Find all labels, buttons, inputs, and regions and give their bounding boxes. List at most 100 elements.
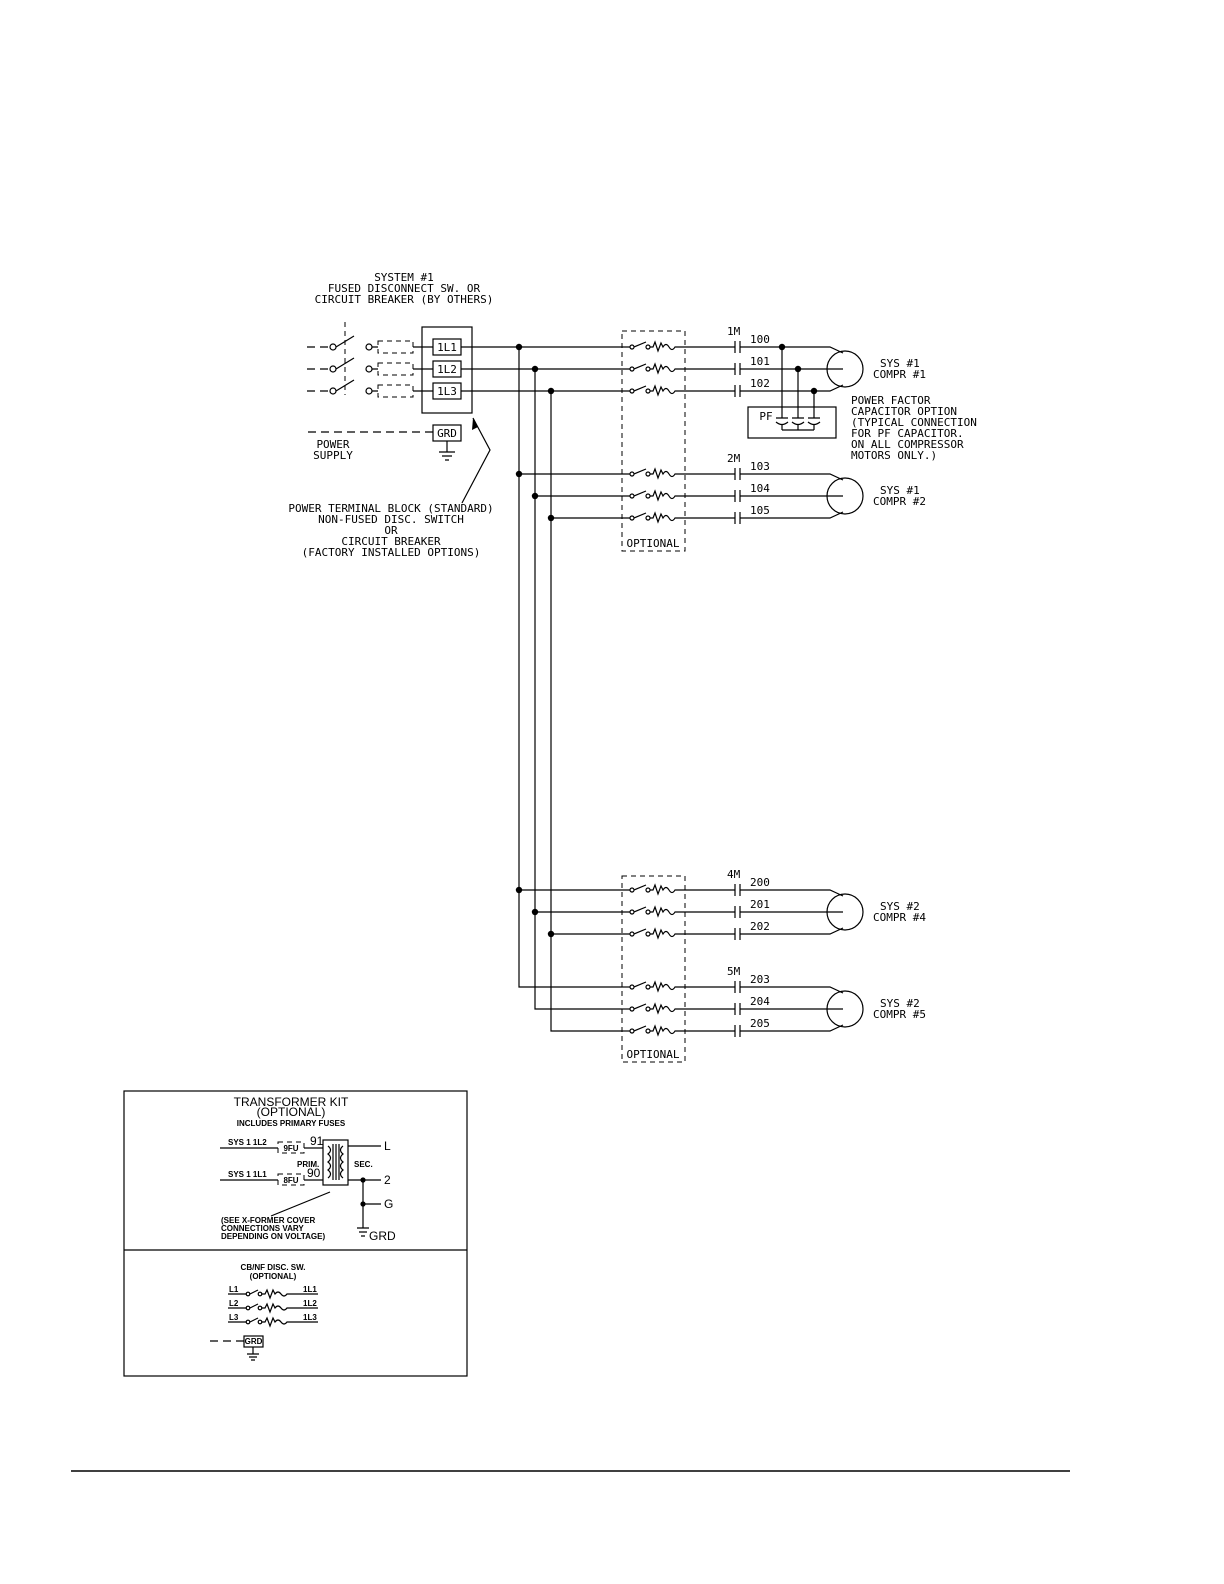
circuit-1-wire-label-1: 100 [750,333,770,346]
cbnf-contact-b-2 [257,1305,263,1311]
tk-includes: INCLUDES PRIMARY FUSES [237,1119,346,1128]
circuit-3-junction-2 [531,908,539,916]
circuit-3-contactor-3 [734,928,741,940]
tk-out-2: 2 [384,1173,391,1187]
circuit-3-breaker-contact-b-2 [645,909,651,915]
circuit-3-contactor-2 [734,906,741,918]
circuit-2-wire-label-2: 104 [750,482,770,495]
circuit-2-breaker-blade-2 [633,490,647,497]
circuit-4-overload-3 [650,1024,735,1037]
tb-note-line-5: (FACTORY INSTALLED OPTIONS) [302,546,481,559]
circuit-3-breaker-contact-a-2 [629,909,635,915]
terminal-1l2: 1L2 [432,360,462,378]
compressor-4-label-2: COMPR #5 [873,1008,926,1021]
circuit-2-overload-1 [650,467,735,480]
options-box [123,1090,468,1377]
cbnf-ground-icon [247,1347,259,1361]
circuit-2-breaker-contact-a-1 [629,471,635,477]
circuit-3-contactor-label: 4M [727,868,741,881]
circuit-4-overload-1 [650,980,735,993]
circuit-1-breaker-contact-b-1 [645,344,651,350]
circuit-4-contactor-label: 5M [727,965,741,978]
circuit-2-breaker-blade-3 [633,512,647,519]
terminal-1l1-label: 1L1 [437,341,457,354]
circuit-4-contactor-2 [734,1003,741,1015]
terminal-1l3: 1L3 [432,382,462,400]
cbnf-contact-a-3 [245,1319,251,1325]
circuit-4-overload-2 [650,1002,735,1015]
transformer-kit: TRANSFORMER KIT (OPTIONAL) INCLUDES PRIM… [220,1095,396,1243]
circuit-1-overload-3 [650,384,735,397]
pf-note-line-3: (TYPICAL CONNECTION [851,416,977,429]
tk-input-2: SYS 1 1L1 [228,1170,267,1179]
circuit-3-overload-3 [650,927,735,940]
terminal-1l3-label: 1L3 [437,385,457,398]
compressor-4-motor-icon [826,990,864,1028]
circuit-2-junction-3 [547,514,555,522]
compressor-3-motor-icon [826,893,864,931]
circuit-2-breaker-blade-1 [633,468,647,475]
compressor-2-motor-icon [826,477,864,515]
circuit-2-breaker-contact-a-2 [629,493,635,499]
circuit-2-breaker-contact-a-3 [629,515,635,521]
circuit-1-overload-2 [650,362,735,375]
circuit-4-wire-label-3: 205 [750,1017,770,1030]
circuit-1-breaker-contact-b-3 [645,388,651,394]
circuit-1-lead-1 [740,346,844,354]
circuit-3-overload-1 [650,883,735,896]
circuit-1-breaker-contact-b-2 [645,366,651,372]
pf-note-line-1: POWER FACTOR [851,394,931,407]
terminal-1l1: 1L1 [432,338,462,356]
circuit-2-overload-2 [650,489,735,502]
cbnf-output-label-3: 1L3 [303,1313,317,1322]
circuit-4-wire-label-1: 203 [750,973,770,986]
circuit-2-lead-1 [740,473,844,481]
cbnf-output-label-2: 1L2 [303,1299,317,1308]
circuit-1-junction-1 [515,343,523,351]
header-line-2: FUSED DISCONNECT SW. OR [328,282,481,295]
cbnf-overload-2 [262,1302,318,1314]
cbnf-grd-label: GRD [245,1337,263,1346]
cbnf-blade-3 [249,1317,259,1323]
circuit-3-breaker-contact-a-3 [629,931,635,937]
circuit-3-wire-label-3: 202 [750,920,770,933]
circuit-4-lead-1 [740,986,844,994]
cbnf-contact-b-1 [257,1291,263,1297]
circuit-1-wire-label-2: 101 [750,355,770,368]
cbnf-input-label-2: L2 [229,1299,239,1308]
circuit-2-breaker-contact-b-3 [645,515,651,521]
tk-note-3: DEPENDING ON VOLTAGE) [221,1232,325,1241]
circuit-4-breaker-contact-b-2 [645,1006,651,1012]
cbnf-title: CB/NF DISC. SW. [241,1263,306,1272]
circuit-3-overload-2 [650,905,735,918]
circuit-1-breaker-blade-2 [633,363,647,370]
circuit-4-breaker-contact-a-3 [629,1028,635,1034]
circuit-1-breaker-contact-a-1 [629,344,635,350]
tk-ground-icon [357,1227,369,1237]
circuit-3-breaker-contact-b-3 [645,931,651,937]
grd-terminal-label: GRD [437,427,457,440]
tk-wire-1: 91 [310,1134,324,1148]
cbnf-subtitle: (OPTIONAL) [250,1272,297,1281]
ground-symbol [439,441,455,461]
circuit-3-lead-3 [740,927,844,935]
transformer-core [322,1139,349,1186]
circuit-2-breaker-contact-b-2 [645,493,651,499]
tb-note-line-3: OR [384,524,398,537]
tb-note-line-2: NON-FUSED DISC. SWITCH [318,513,464,526]
circuit-3-breaker-contact-a-1 [629,887,635,893]
circuit-1-junction-3 [547,387,555,395]
circuit-3-breaker-blade-2 [633,906,647,913]
terminal-block-arrow [461,417,491,504]
pf-note-line-4: FOR PF CAPACITOR. [851,427,964,440]
pf-note-line-5: ON ALL COMPRESSOR [851,438,964,451]
circuit-1-wire-label-3: 102 [750,377,770,390]
circuit-2-overload-3 [650,511,735,524]
circuit-1-breaker-contact-a-3 [629,388,635,394]
circuit-2-wire-label-1: 103 [750,460,770,473]
circuit-4-breaker-contact-b-3 [645,1028,651,1034]
